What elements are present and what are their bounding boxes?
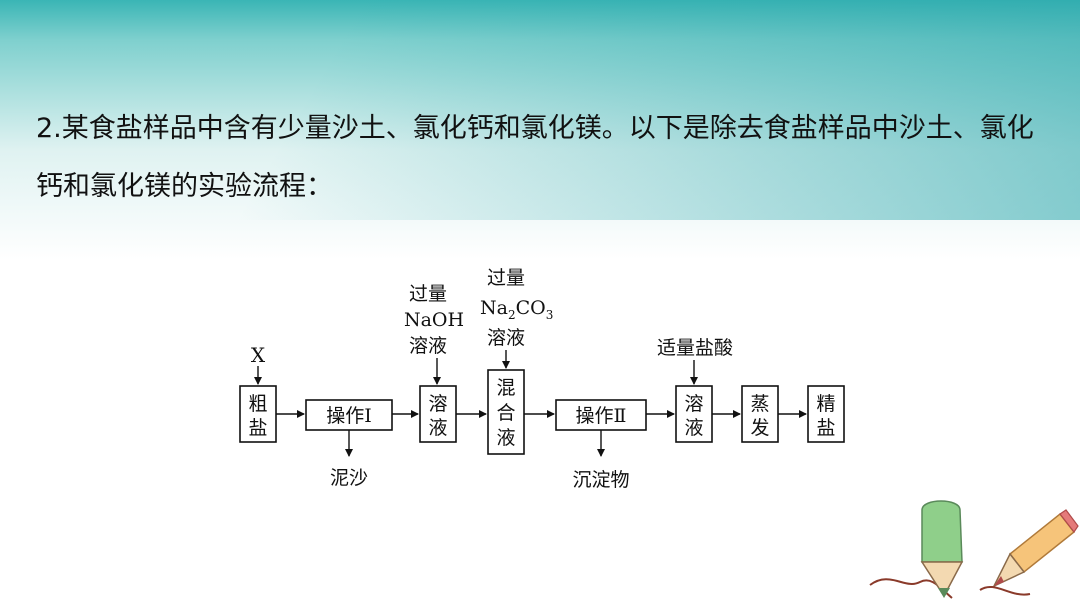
- box-solution-2-line1: 溶: [684, 393, 703, 415]
- box-refined-salt-line2: 盐: [816, 417, 835, 439]
- box-solution-2: [675, 385, 713, 443]
- formula-na: Na: [480, 297, 508, 319]
- box-evaporate: [741, 385, 779, 443]
- box-operation-1-label: 操作Ⅰ: [326, 405, 372, 427]
- box-crude-salt: [239, 385, 277, 443]
- reagent-na2co3-line3: 溶液: [487, 327, 525, 349]
- box-solution-2-line2: 液: [684, 417, 703, 439]
- reagent-naoh-line1: 过量: [409, 283, 447, 305]
- formula-co: CO: [516, 297, 546, 319]
- formula-sub-2: 2: [508, 308, 516, 322]
- scribble-curve-icon: [979, 585, 1031, 596]
- box-operation-2-label: 操作Ⅱ: [576, 405, 627, 427]
- reagent-hcl-label: 适量盐酸: [657, 337, 733, 359]
- input-x-label: X: [251, 343, 266, 367]
- formula-sub-3: 3: [546, 308, 554, 322]
- flowchart-svg: X 粗 盐 操作Ⅰ 泥沙 过量 NaOH 溶液 溶 液 过量: [239, 267, 845, 491]
- orange-pencil-icon: [992, 509, 1079, 588]
- box-mixture-line3: 液: [496, 427, 515, 449]
- box-solution-1-line2: 液: [428, 417, 447, 439]
- green-crayon-icon: [920, 500, 964, 598]
- reagent-naoh-line2: NaOH: [404, 309, 464, 331]
- box-crude-salt-line2: 盐: [248, 417, 267, 439]
- box-evaporate-line2: 发: [750, 417, 769, 439]
- box-solution-1-line1: 溶: [428, 393, 447, 415]
- box-mixture-line2: 合: [496, 402, 515, 424]
- question-text: 2.某食盐样品中含有少量沙土、氯化钙和氯化镁。以下是除去食盐样品中沙土、氯化钙和…: [36, 113, 1034, 202]
- reagent-na2co3-formula: Na2CO3: [480, 297, 553, 322]
- output-precipitate-label: 沉淀物: [572, 469, 629, 491]
- header-gradient: [0, 0, 1080, 220]
- output-mud-label: 泥沙: [330, 467, 368, 489]
- box-refined-salt: [807, 385, 845, 443]
- box-mixture-line1: 混: [496, 377, 515, 399]
- box-evaporate-line1: 蒸: [750, 393, 769, 415]
- box-operation-2: [555, 399, 647, 431]
- box-refined-salt-line1: 精: [816, 393, 835, 415]
- box-crude-salt-line1: 粗: [248, 393, 267, 415]
- pencils-decoration: [869, 500, 1079, 599]
- reagent-na2co3-line1: 过量: [487, 267, 525, 289]
- reagent-naoh-line3: 溶液: [409, 335, 447, 357]
- box-mixture: [487, 369, 525, 455]
- flowchart: X 粗 盐 操作Ⅰ 泥沙 过量 NaOH 溶液 溶 液 过量: [222, 258, 858, 502]
